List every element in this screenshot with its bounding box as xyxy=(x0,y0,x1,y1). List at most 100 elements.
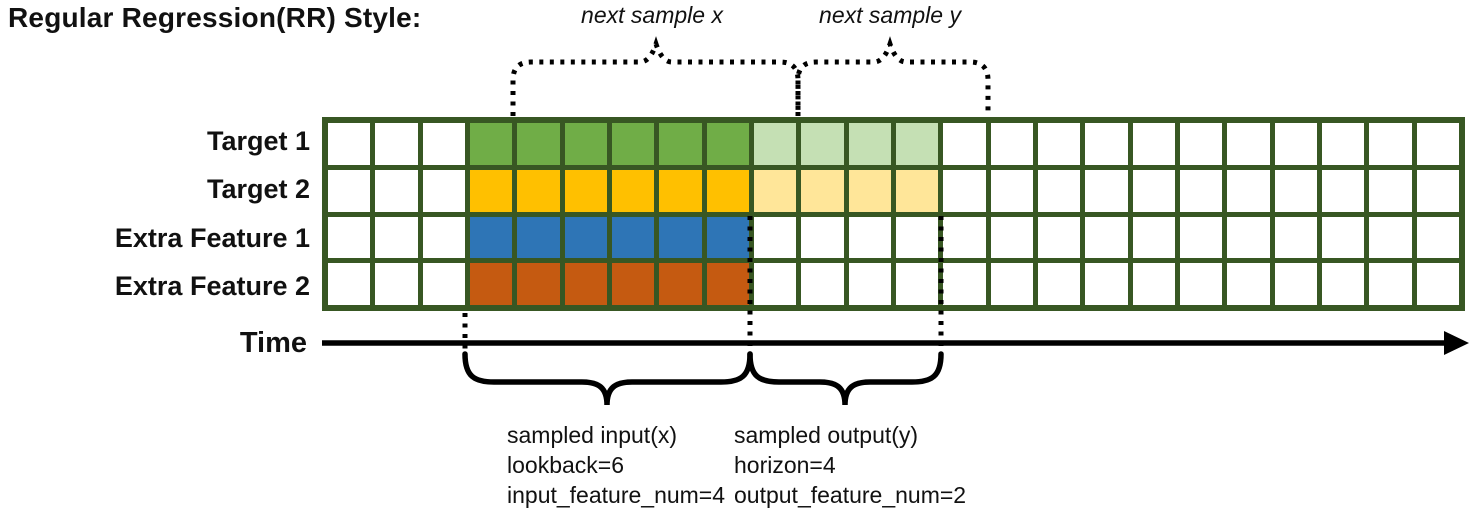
grid-cell xyxy=(564,216,607,259)
next-sample-x-brace xyxy=(510,36,801,116)
sampled-output-line: sampled output(y) xyxy=(734,422,919,448)
grid-cell xyxy=(1227,216,1270,259)
grid-cell xyxy=(990,123,1033,165)
grid-cell xyxy=(422,123,465,165)
grid-cell xyxy=(659,123,702,165)
grid-cell xyxy=(895,169,939,212)
grid-cell xyxy=(895,216,939,259)
grid-cell xyxy=(328,216,371,259)
grid-cell xyxy=(706,169,749,212)
grid-cell xyxy=(517,216,560,259)
grid-cell xyxy=(943,169,986,212)
input-feature-num-line: input_feature_num=4 xyxy=(507,482,726,508)
grid-cell xyxy=(753,169,797,212)
grid-cell xyxy=(1037,169,1081,212)
grid-cell xyxy=(1274,123,1317,165)
grid-cell xyxy=(517,123,560,165)
grid-cell xyxy=(895,123,939,165)
sampled-output-brace xyxy=(747,351,944,406)
grid-cell xyxy=(1274,216,1317,259)
time-axis-label: Time xyxy=(239,326,307,359)
grid-cell xyxy=(611,216,655,259)
grid-cell xyxy=(328,123,371,165)
grid-cell xyxy=(801,123,844,165)
grid-cell xyxy=(469,169,513,212)
grid-cell xyxy=(469,263,513,305)
grid-cell xyxy=(1369,123,1412,165)
sampled-input-brace xyxy=(462,351,753,406)
grid-cell xyxy=(375,123,418,165)
sampled-output-note: sampled output(y) horizon=4 output_featu… xyxy=(734,420,1064,510)
grid-cell xyxy=(801,169,844,212)
lookback-line: lookback=6 xyxy=(507,452,624,478)
grid-cell xyxy=(375,216,418,259)
grid-cell xyxy=(990,216,1033,259)
grid-cell xyxy=(943,263,986,305)
grid-cell xyxy=(1132,169,1175,212)
grid-cell xyxy=(753,123,797,165)
grid-cell xyxy=(706,216,749,259)
grid-cell xyxy=(1037,123,1081,165)
next-sample-y-label: next sample y xyxy=(819,2,961,28)
grid-cell xyxy=(706,123,749,165)
row-label-target-1: Target 1 xyxy=(206,125,310,156)
grid-cell xyxy=(659,216,702,259)
grid-cell xyxy=(943,123,986,165)
sample-grid xyxy=(322,117,1465,311)
grid-cell xyxy=(1274,169,1317,212)
grid-cell xyxy=(1416,263,1459,305)
grid-cell xyxy=(517,263,560,305)
grid-cell xyxy=(659,169,702,212)
grid-cell xyxy=(1179,169,1223,212)
grid-cell xyxy=(1321,263,1365,305)
sampled-input-line: sampled input(x) xyxy=(507,422,678,448)
grid-cell xyxy=(1132,123,1175,165)
grid-cell xyxy=(564,123,607,165)
grid-cell xyxy=(1085,123,1128,165)
grid-cell xyxy=(1321,216,1365,259)
grid-cell xyxy=(422,169,465,212)
next-sample-y-brace xyxy=(795,36,991,116)
grid-cell xyxy=(848,216,891,259)
grid-cell xyxy=(1321,169,1365,212)
grid-cell xyxy=(1416,216,1459,259)
grid-cell xyxy=(1227,169,1270,212)
row-label-extra-feature-2: Extra Feature 2 xyxy=(114,271,310,302)
grid-cell xyxy=(990,169,1033,212)
next-sample-x-label: next sample x xyxy=(581,2,723,28)
grid-cell xyxy=(1227,263,1270,305)
grid-cell xyxy=(1274,263,1317,305)
grid-cell xyxy=(801,216,844,259)
grid-cell xyxy=(517,169,560,212)
grid-cell xyxy=(564,169,607,212)
grid-cell xyxy=(848,263,891,305)
grid-cell xyxy=(990,263,1033,305)
grid-cell xyxy=(1369,263,1412,305)
grid-cell xyxy=(1416,169,1459,212)
grid-cell xyxy=(1085,263,1128,305)
grid-cell xyxy=(801,263,844,305)
grid-cell xyxy=(328,169,371,212)
output-feature-num-line: output_feature_num=2 xyxy=(734,482,967,508)
grid-cell xyxy=(1369,216,1412,259)
grid-cell xyxy=(1227,123,1270,165)
grid-cell xyxy=(422,216,465,259)
diagram-title: Regular Regression(RR) Style: xyxy=(8,2,422,33)
grid-cell xyxy=(753,263,797,305)
grid-cell xyxy=(469,216,513,259)
time-axis-arrowhead xyxy=(1444,331,1469,355)
sampled-input-note: sampled input(x) lookback=6 input_featur… xyxy=(507,420,837,510)
grid-cell xyxy=(659,263,702,305)
grid-cell xyxy=(706,263,749,305)
horizon-line: horizon=4 xyxy=(734,452,836,478)
grid-cell xyxy=(375,263,418,305)
grid-cell xyxy=(611,263,655,305)
grid-cell xyxy=(1179,263,1223,305)
grid-cell xyxy=(1085,216,1128,259)
grid-cell xyxy=(895,263,939,305)
grid-cell xyxy=(1321,123,1365,165)
grid-cell xyxy=(1085,169,1128,212)
grid-cell xyxy=(1179,123,1223,165)
grid-cell xyxy=(848,169,891,212)
grid-cell xyxy=(1037,216,1081,259)
